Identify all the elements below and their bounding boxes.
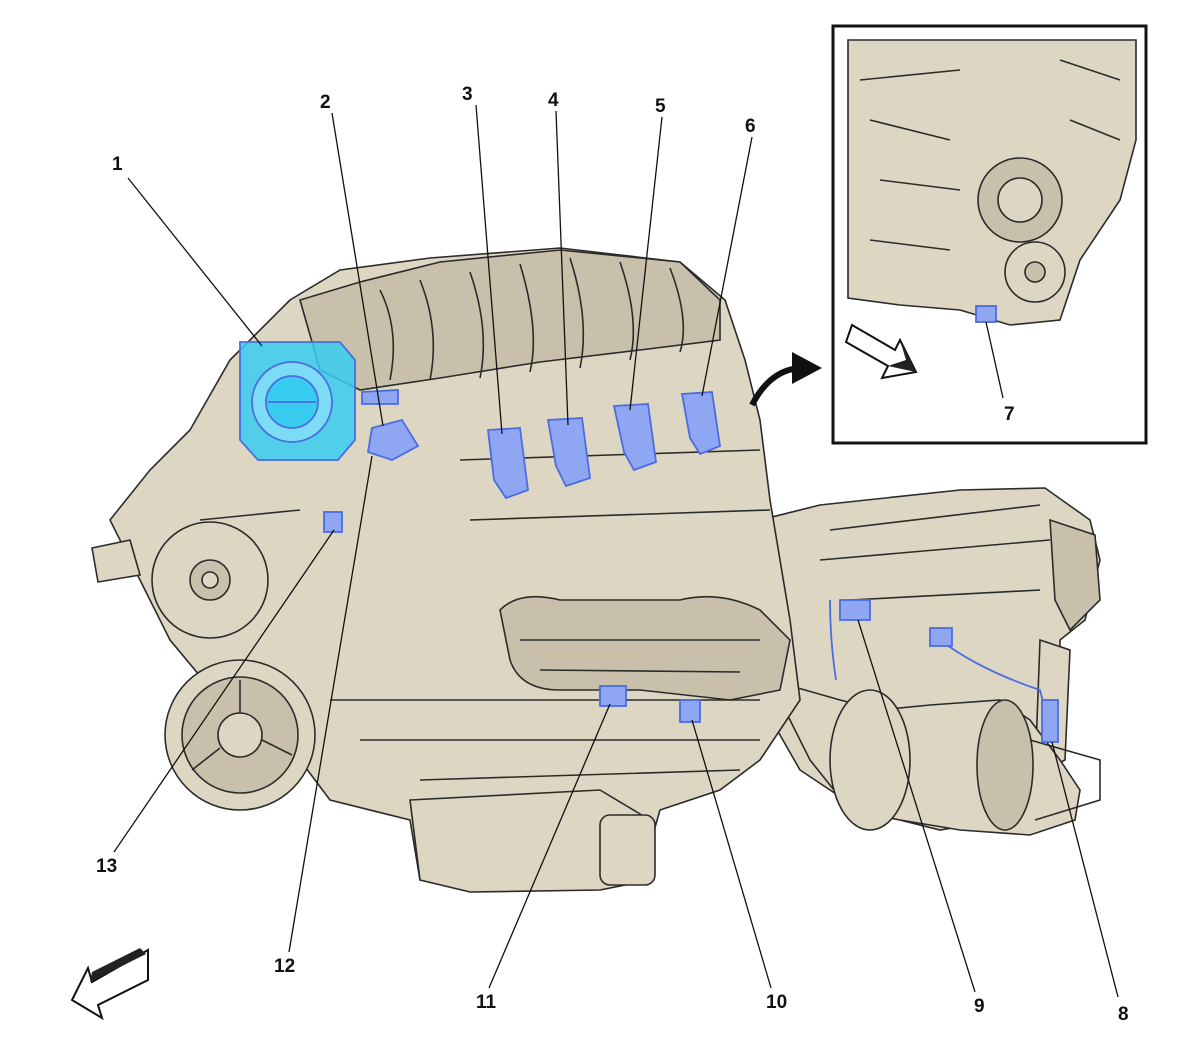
arrow-down-left-icon [70,948,149,1021]
callout-11: 11 [476,992,497,1013]
callout-12: 12 [274,956,295,977]
curved-arrow-icon [749,352,822,407]
callout-3: 3 [462,84,473,105]
arrow-down-right-icon [844,323,918,380]
callout-6: 6 [745,116,756,137]
callout-8: 8 [1118,1004,1129,1025]
callout-4: 4 [548,90,559,111]
throttle-body-highlight [239,341,356,461]
callout-9: 9 [974,996,985,1017]
callout-13: 13 [96,856,117,877]
leader-lines [113,104,1119,998]
callout-labels: 1 2 3 4 5 6 7 8 9 10 11 12 13 [96,84,1129,1025]
callout-7: 7 [1004,404,1015,425]
callout-1: 1 [112,154,123,175]
exhaust-catalytic-converter [768,678,1101,836]
ignition-coils-highlight [486,391,721,500]
detail-inset [831,24,1148,445]
sensor-2-highlight [361,389,420,461]
callout-5: 5 [655,96,666,117]
callout-2: 2 [320,92,331,113]
front-accessories [91,521,316,811]
sensor-13-highlight [323,511,343,533]
callout-10: 10 [766,992,787,1013]
block-sensors-highlight [599,685,701,723]
oxygen-sensors-highlight [829,599,1059,743]
